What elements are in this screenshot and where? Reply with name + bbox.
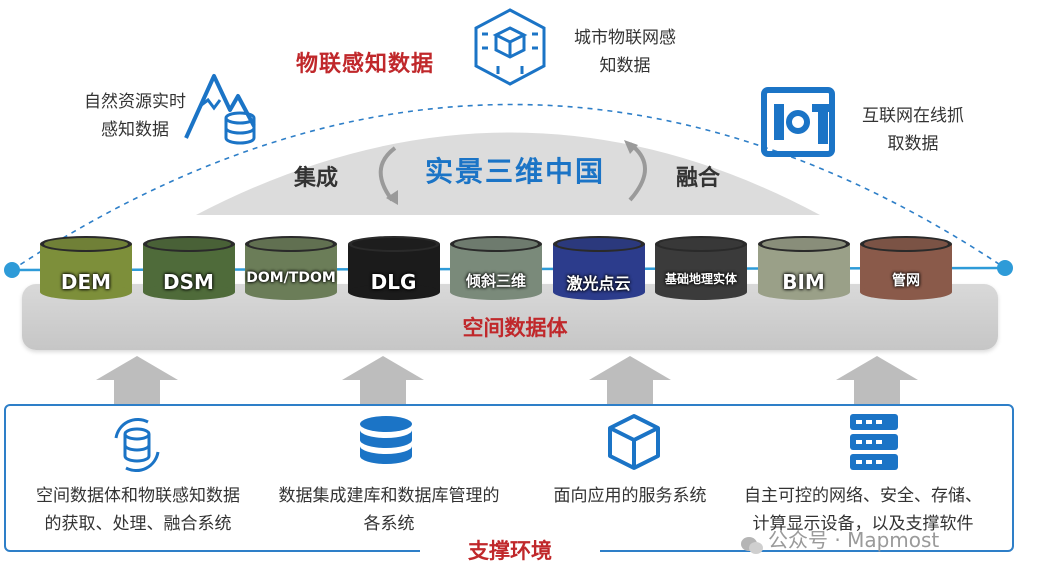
caption-line: 自然资源实时 xyxy=(84,92,186,112)
data-type-cylinder: 倾斜三维 xyxy=(450,236,542,300)
database-icon xyxy=(360,416,412,464)
support-item-infrastructure: 自主可控的网络、安全、存储、 计算显示设备，以及支撑软件 xyxy=(728,482,998,538)
up-arrow xyxy=(96,356,178,406)
data-type-label: 倾斜三维 xyxy=(465,272,526,290)
data-type-cylinder: 基础地理实体 xyxy=(655,236,747,300)
support-caption-line: 自主可控的网络、安全、存储、 xyxy=(744,486,982,506)
database-sync-icon xyxy=(114,417,160,473)
data-type-cylinder: DSM xyxy=(142,236,235,300)
up-arrows xyxy=(96,356,918,406)
caption-line: 互联网在线抓 xyxy=(862,106,964,126)
data-type-cylinder: 激光点云 xyxy=(552,236,645,300)
data-type-cylinder: BIM xyxy=(757,236,850,300)
up-arrow xyxy=(836,356,918,406)
data-type-cylinder: DLG xyxy=(347,236,440,300)
iot-data-title: 物联感知数据 xyxy=(295,52,434,77)
support-environment-label: 支撑环境 xyxy=(420,536,600,566)
data-type-label: 基础地理实体 xyxy=(664,272,737,286)
up-arrow xyxy=(342,356,424,406)
watermark-text: 公众号 · Mapmost xyxy=(768,528,940,552)
circuit-cube-icon xyxy=(474,8,546,86)
support-caption-line: 数据集成建库和数据库管理的 xyxy=(278,486,500,506)
natural-resources-caption: 自然资源实时 感知数据 xyxy=(70,88,200,144)
platform-label: 空间数据体 xyxy=(462,316,568,340)
support-item-acquisition: 空间数据体和物联感知数据 的获取、处理、融合系统 xyxy=(18,482,258,538)
data-type-cylinder: DEM xyxy=(40,236,132,300)
data-type-label: BIM xyxy=(782,270,825,294)
watermark: 公众号 · Mapmost xyxy=(740,524,1020,556)
support-caption-line: 各系统 xyxy=(363,514,415,534)
data-type-label: DSM xyxy=(163,270,214,294)
data-type-label: DEM xyxy=(60,270,112,294)
server-icon xyxy=(850,414,898,470)
cube-icon xyxy=(608,414,660,470)
city-iot-caption: 城市物联网感 知数据 xyxy=(560,24,690,80)
caption-line: 感知数据 xyxy=(101,120,169,140)
right-endpoint-dot xyxy=(997,260,1013,276)
left-endpoint-dot xyxy=(4,262,20,278)
up-arrow xyxy=(589,356,671,406)
data-type-label: 管网 xyxy=(892,273,920,289)
support-item-database: 数据集成建库和数据库管理的 各系统 xyxy=(258,482,520,538)
support-caption-line: 面向应用的服务系统 xyxy=(553,486,707,506)
caption-line: 取数据 xyxy=(887,134,939,154)
caption-line: 城市物联网感 xyxy=(574,28,676,48)
data-type-label: 激光点云 xyxy=(566,274,631,293)
internet-crawl-caption: 互联网在线抓 取数据 xyxy=(848,102,978,158)
support-caption-line: 计算显示设备，以及支撑软件 xyxy=(752,514,974,534)
integration-label: 集成 xyxy=(294,166,339,191)
fusion-label: 融合 xyxy=(676,166,721,191)
data-type-cylinder: 管网 xyxy=(860,236,952,300)
data-type-label: DOM/TDOM xyxy=(246,270,336,286)
support-item-service: 面向应用的服务系统 xyxy=(530,482,730,510)
mountain-database-icon xyxy=(184,74,256,145)
data-type-label: DLG xyxy=(370,270,417,294)
wechat-icon xyxy=(740,532,764,554)
dome-shape xyxy=(196,132,820,215)
support-caption-line: 的获取、处理、融合系统 xyxy=(44,514,232,534)
iot-logo-icon xyxy=(761,87,835,157)
support-caption-line: 空间数据体和物联感知数据 xyxy=(36,486,240,506)
left-cycle-arrow xyxy=(378,146,397,202)
dome-title: 实景三维中国 xyxy=(424,155,605,188)
data-type-cylinder: DOM/TDOM xyxy=(245,236,337,300)
caption-line: 知数据 xyxy=(599,56,651,76)
